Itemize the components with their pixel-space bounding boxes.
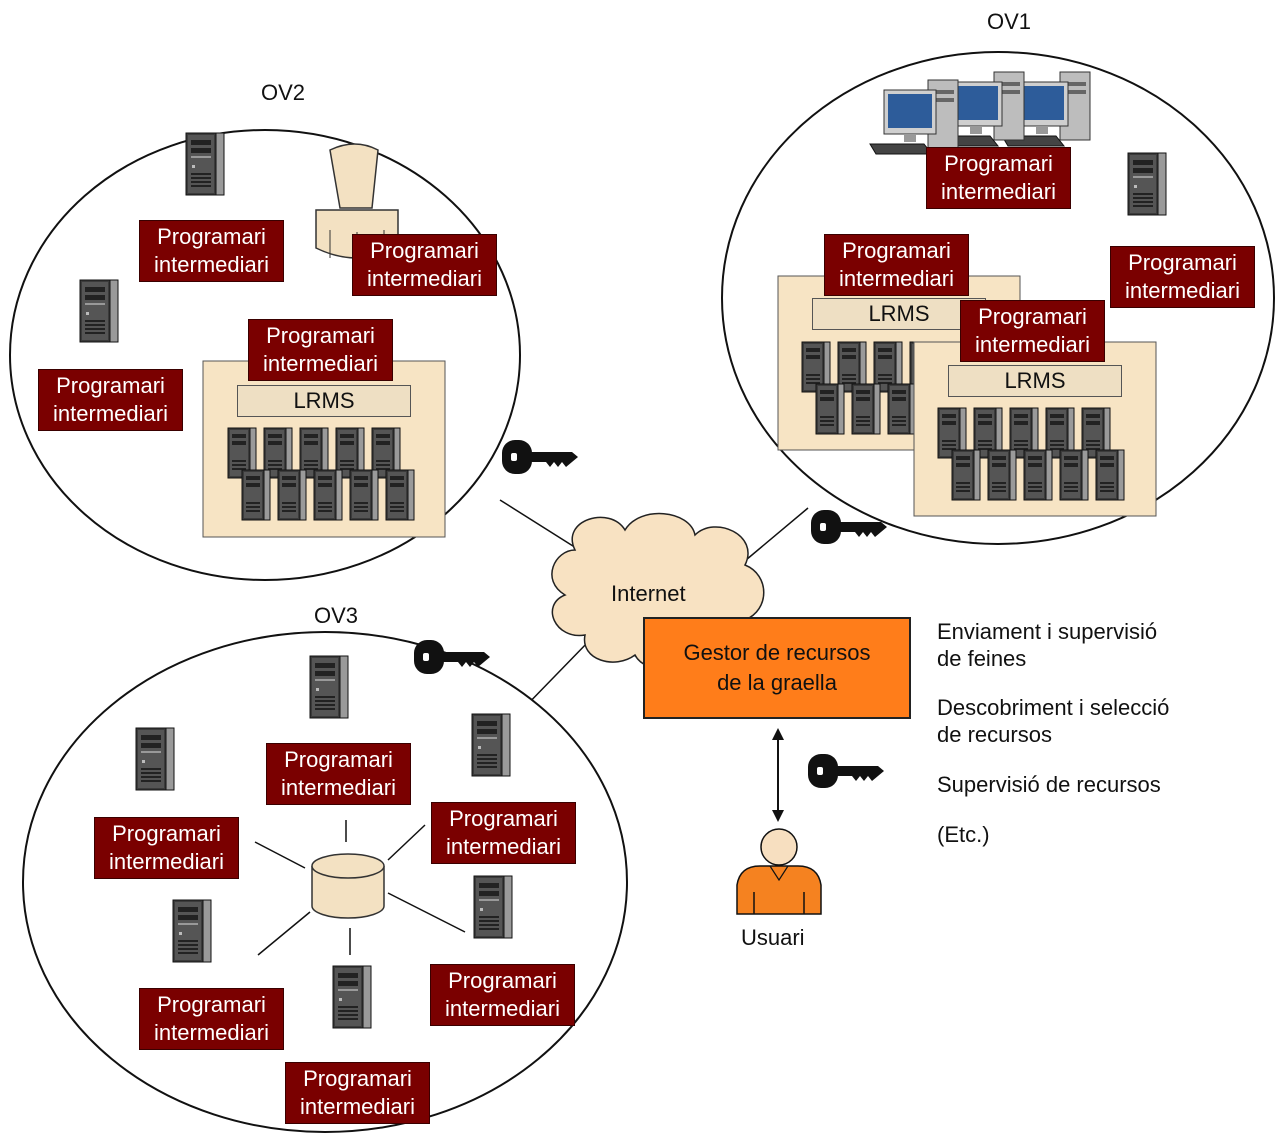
lrms-box-ov2: LRMS [237, 385, 411, 417]
gestor-line-2: de la graella [717, 670, 837, 695]
double-arrow-icon [772, 728, 784, 822]
server-tower-icon [473, 875, 513, 939]
server-tower-icon [309, 655, 349, 719]
server-tower-icon [135, 727, 175, 791]
feature-text: Supervisió de recursos [937, 772, 1161, 797]
server-tower-icon [172, 899, 212, 963]
user-label: Usuari [741, 925, 805, 950]
server-tower-icon [79, 279, 119, 343]
server-tower-icon [1127, 152, 1167, 216]
feature-text: de recursos [937, 722, 1052, 747]
ov1-label: OV1 [987, 9, 1032, 34]
ov2-label: OV2 [261, 80, 306, 105]
user-icon [736, 828, 822, 915]
gestor-line-1: Gestor de recursos [683, 640, 871, 665]
server-tower-icon [185, 132, 225, 196]
key-icon [808, 754, 884, 788]
key-icon [502, 440, 578, 474]
link-ov1-internet [739, 507, 809, 566]
server-tower-icon [471, 713, 511, 777]
ov3-label: OV3 [314, 603, 359, 628]
server-tower-icon [332, 965, 372, 1029]
feature-text: Descobriment i selecció [937, 695, 1170, 720]
lrms-box-ov1-a: LRMS [812, 298, 986, 330]
feature-text: de feines [937, 646, 1027, 671]
internet-label: Internet [611, 581, 686, 606]
lrms-box-ov1-b: LRMS [948, 365, 1122, 397]
feature-text: (Etc.) [937, 822, 990, 847]
database-icon [311, 853, 385, 919]
grid-resource-manager-box: Gestor de recursos de la graella [643, 617, 911, 719]
feature-text: Enviament i supervisió [937, 619, 1158, 644]
